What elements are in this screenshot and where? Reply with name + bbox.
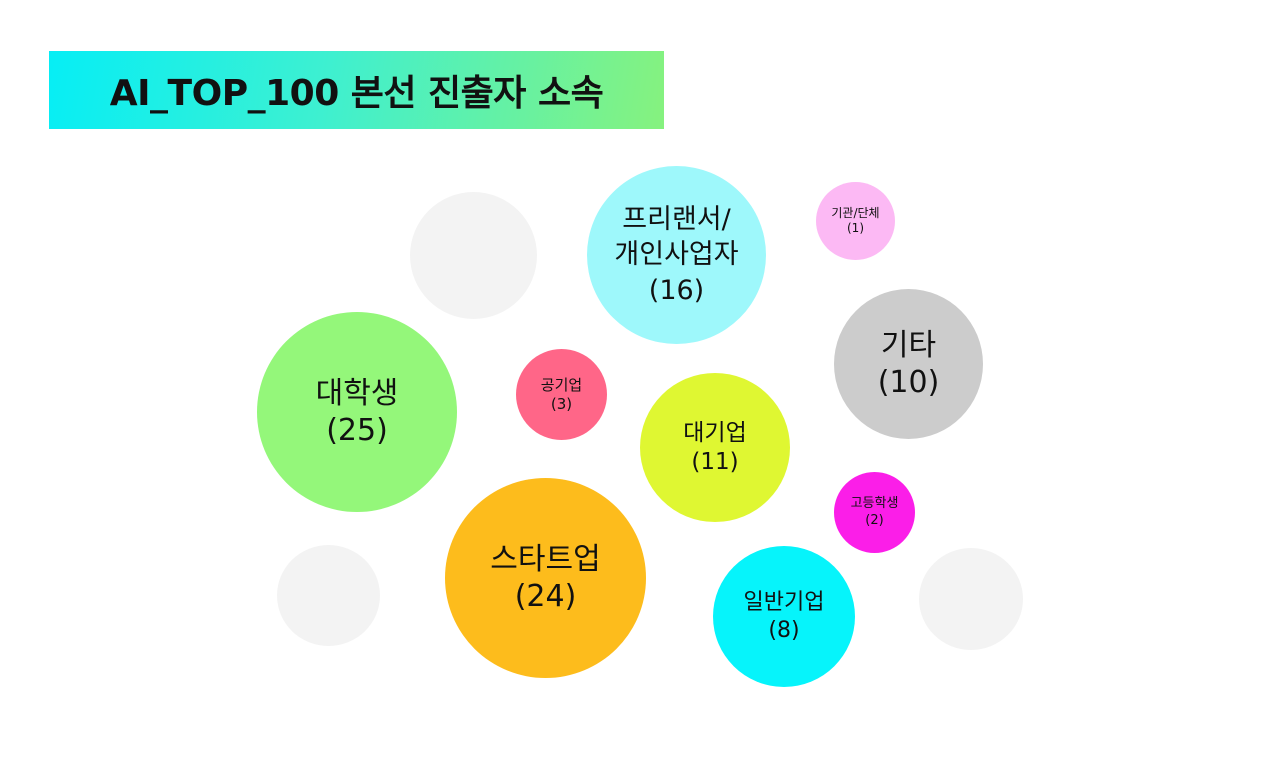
- bubble-value: (2): [865, 512, 884, 528]
- title-banner: AI_TOP_100 본선 진출자 소속: [49, 51, 664, 129]
- bubble-general-corp: 일반기업 (8): [713, 546, 855, 687]
- bubble-label: 공기업: [540, 375, 583, 394]
- bubble-value: (3): [550, 394, 573, 413]
- bubble-high-school: 고등학생 (2): [834, 472, 915, 553]
- bubble-label: 일반기업: [743, 590, 825, 615]
- chart-title: AI_TOP_100 본선 진출자 소속: [109, 73, 604, 114]
- bubble-label: 대학생: [315, 375, 399, 411]
- bubble-large-corp: 대기업 (11): [640, 373, 790, 522]
- bubble-label: 기타: [880, 327, 937, 363]
- bubble-freelancer: 프리랜서/ 개인사업자 (16): [587, 166, 766, 344]
- bubble-label: 대기업: [683, 419, 747, 446]
- decorative-circle: [919, 548, 1023, 650]
- bubble-institution: 기관/단체 (1): [816, 182, 895, 260]
- bubble-value: (16): [648, 274, 705, 306]
- bubble-label: 스타트업: [490, 541, 601, 577]
- bubble-label: 기관/단체: [831, 206, 880, 220]
- bubble-label: 개인사업자: [614, 239, 739, 271]
- bubble-value: (1): [847, 221, 864, 235]
- bubble-value: (24): [514, 579, 577, 614]
- decorative-circle: [410, 192, 537, 319]
- bubble-startup: 스타트업 (24): [445, 478, 646, 678]
- bubble-university-students: 대학생 (25): [257, 312, 457, 512]
- bubble-public-corp: 공기업 (3): [516, 349, 607, 440]
- bubble-value: (11): [691, 448, 739, 475]
- bubble-value: (10): [877, 365, 940, 400]
- bubble-value: (8): [768, 617, 800, 643]
- bubble-label: 프리랜서/: [622, 204, 731, 236]
- bubble-other: 기타 (10): [834, 289, 983, 439]
- bubble-value: (25): [326, 413, 388, 448]
- bubble-label: 고등학생: [850, 496, 899, 512]
- decorative-circle: [277, 545, 380, 646]
